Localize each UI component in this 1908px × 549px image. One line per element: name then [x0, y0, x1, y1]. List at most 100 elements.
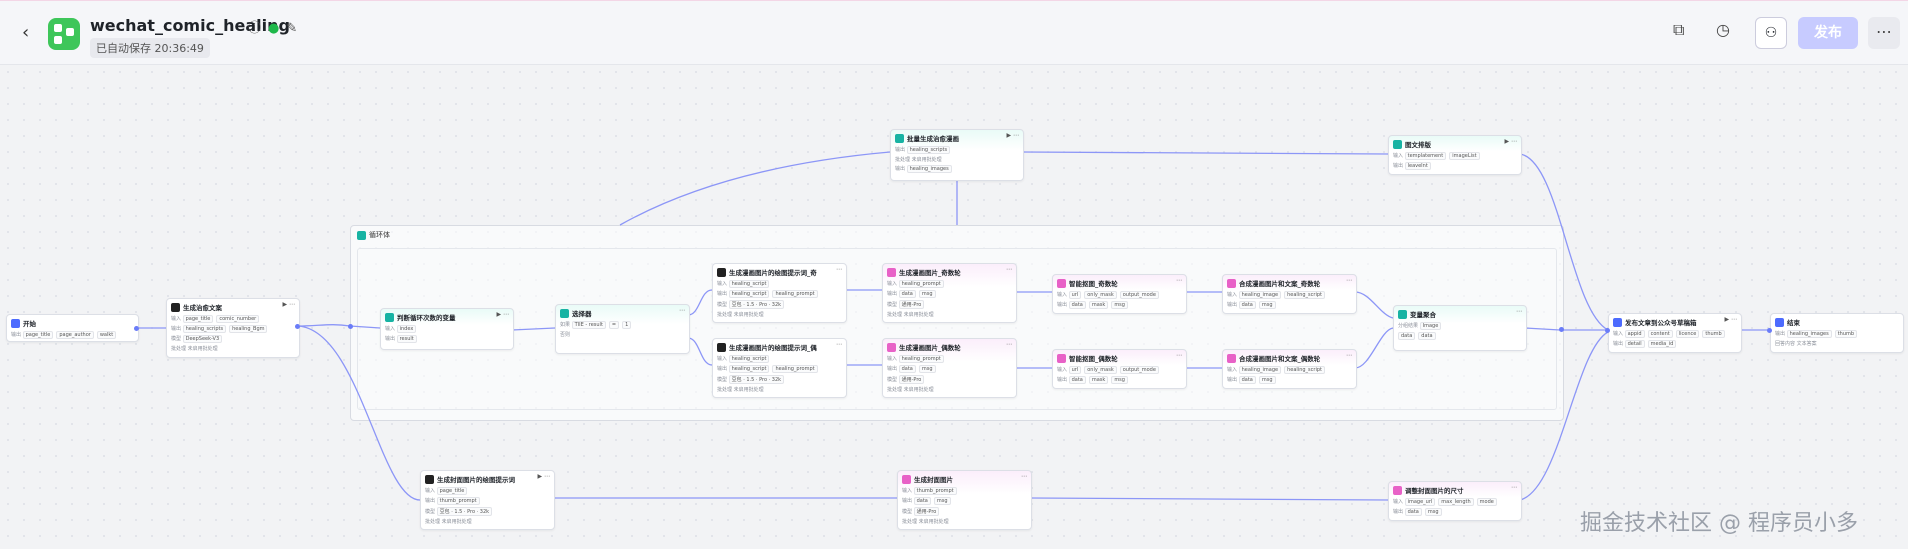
info-icon[interactable]: ⓘ	[248, 21, 262, 36]
node-title: 生成漫画图片的绘图提示词_偶	[729, 344, 817, 352]
node-actions-icon[interactable]: ⋯	[1006, 341, 1012, 348]
history-icon[interactable]: ◷	[1716, 20, 1730, 39]
connection-port[interactable]	[1767, 328, 1772, 333]
node-row-value: 未启用批处理	[911, 157, 942, 163]
node-tag: data	[913, 497, 931, 505]
node-selector[interactable]: 选择器⋯ 如果 TIIE - result=1 否则	[555, 304, 690, 354]
more-icon[interactable]: ⋯	[1868, 17, 1900, 49]
node-title: 生成漫画图片_奇数轮	[899, 269, 961, 277]
node-row-label: 输入	[1227, 367, 1238, 373]
node-tag: =	[608, 321, 620, 329]
node-row-label: 输入	[717, 281, 728, 287]
node-tag: data	[1238, 376, 1256, 384]
node-row-label: 如果	[560, 322, 571, 328]
back-arrow-icon[interactable]: ‹	[22, 22, 30, 43]
node-actions-icon[interactable]: ⋯	[1511, 484, 1517, 491]
node-row-label: 输入	[1057, 292, 1068, 298]
node-row-label: 输出	[895, 166, 906, 172]
connection-port[interactable]	[134, 326, 139, 331]
node-row-batch: 批处理 未启用批处理	[887, 387, 934, 393]
node-actions-icon[interactable]: ⋯	[679, 307, 685, 314]
node-row-label: 输出	[425, 498, 436, 504]
user-settings-icon[interactable]: ⚇	[1755, 17, 1787, 49]
node-tag: msg	[918, 290, 936, 298]
node-actions-icon[interactable]: ⋯	[1346, 277, 1352, 284]
edge	[297, 324, 381, 329]
end-node-icon	[1775, 317, 1784, 327]
connection-port[interactable]	[348, 324, 353, 329]
node-title: 判断循环次数的变量	[397, 314, 456, 322]
node-tag: healing_script	[728, 355, 770, 363]
node-loop-count[interactable]: 判断循环次数的变量▶ ⋯ 输入 index 输出 result	[380, 308, 514, 350]
node-row-label: 输入	[1613, 331, 1624, 337]
node-prompt-even[interactable]: 生成漫画图片的绘图提示词_偶⋯ 输入 healing_script 输出 hea…	[712, 338, 847, 398]
node-actions-icon[interactable]: ▶ ⋯	[282, 301, 295, 308]
node-title: 生成治愈文案	[183, 304, 222, 312]
node-row-label: 输入	[887, 356, 898, 362]
node-actions-icon[interactable]: ▶ ⋯	[537, 473, 550, 480]
node-row-label: 输出	[1775, 331, 1786, 337]
publish-button[interactable]: 发布	[1798, 17, 1858, 49]
edit-icon[interactable]: ✎	[286, 21, 298, 36]
node-title: 生成漫画图片的绘图提示词_奇	[729, 269, 817, 277]
edge	[1519, 153, 1609, 331]
node-tag: 1	[622, 321, 632, 329]
node-prompt-odd[interactable]: 生成漫画图片的绘图提示词_奇⋯ 输入 healing_script 输出 hea…	[712, 263, 847, 323]
node-tag: mask	[1088, 376, 1109, 384]
node-actions-icon[interactable]: ⋯	[836, 341, 842, 348]
node-actions-icon[interactable]: ⋯	[1006, 266, 1012, 273]
node-tag: page_title	[182, 315, 214, 323]
node-actions-icon[interactable]: ▶ ⋯	[1724, 316, 1737, 323]
node-title: 合成漫画图片和文案_奇数轮	[1239, 280, 1321, 288]
app-icon	[48, 18, 80, 50]
node-row-label: 输入	[385, 326, 396, 332]
node-row-label: 否则	[560, 332, 571, 338]
node-tag: url	[1068, 291, 1082, 299]
node-actions-icon[interactable]: ⋯	[1516, 308, 1522, 315]
node-row-label: 模型	[717, 377, 728, 383]
node-actions-icon[interactable]: ⋯	[1346, 352, 1352, 359]
node-tag: healing_scripts	[182, 325, 227, 333]
node-actions-icon[interactable]: ⋯	[1021, 473, 1027, 480]
node-row-label: 输出	[895, 147, 906, 153]
connection-port[interactable]	[1559, 327, 1564, 332]
node-row-label: 输入	[1227, 292, 1238, 298]
node-batch-images[interactable]: 批量生成治愈漫画▶ ⋯ 输出 healing_scripts 批处理 未启用批处…	[890, 129, 1024, 181]
llm-node-icon	[717, 342, 726, 352]
node-actions-icon[interactable]: ▶ ⋯	[496, 311, 509, 318]
node-actions-icon[interactable]: ▶ ⋯	[1504, 138, 1517, 145]
plugin-node-icon	[1613, 317, 1622, 327]
node-actions-icon[interactable]: ⋯	[836, 266, 842, 273]
connection-port[interactable]	[295, 324, 300, 329]
node-tag: appid	[1624, 330, 1645, 338]
node-tag: 通用-Pro	[898, 375, 925, 384]
connection-port[interactable]	[1605, 328, 1610, 333]
node-tag: 通用-Pro	[898, 300, 925, 309]
node-row-label: 输入	[887, 281, 898, 287]
node-title: 开始	[23, 320, 36, 328]
start-node-icon	[11, 318, 20, 328]
node-row-label: 模型	[425, 509, 436, 515]
node-actions-icon[interactable]: ▶ ⋯	[1006, 132, 1019, 139]
node-cover-prompt[interactable]: 生成封面图片的绘图提示词▶ ⋯ 输入 page_title 输出 thumb_p…	[420, 470, 555, 530]
node-tag: msg	[933, 497, 951, 505]
node-tag: data	[1068, 301, 1086, 309]
node-tag: output_mode	[1119, 291, 1159, 299]
copy-icon[interactable]: ⧉	[1673, 20, 1685, 39]
node-actions-icon[interactable]: ⋯	[1176, 352, 1182, 359]
node-actions-icon[interactable]: ⋯	[1176, 277, 1182, 284]
